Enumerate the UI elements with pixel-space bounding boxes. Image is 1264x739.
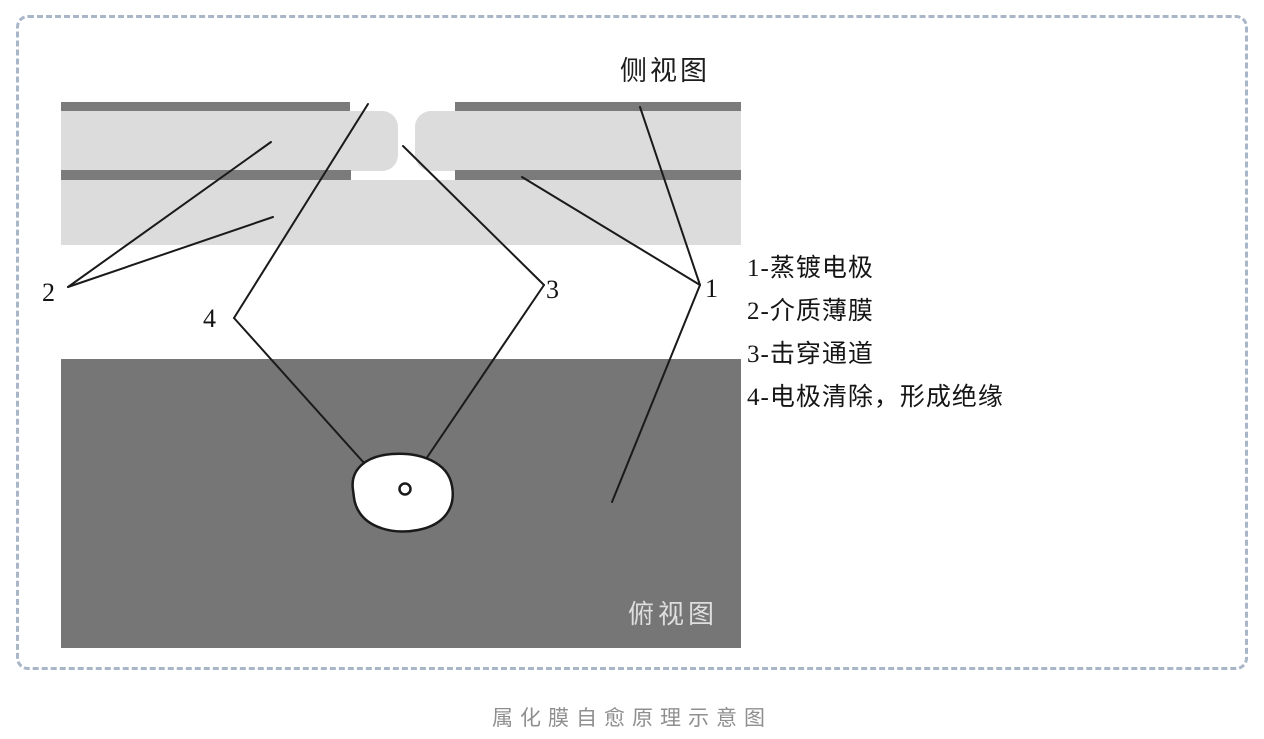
leader-line-1-to-top-electrode [639, 106, 701, 286]
breakdown-point-circle [398, 482, 412, 496]
side-view-title: 侧视图 [620, 56, 710, 86]
electrode-top-left-bar [61, 102, 350, 111]
leader-line-2-to-bottom-film [67, 216, 274, 288]
diagram-dashed-frame: 侧视图 俯视图 [16, 15, 1248, 670]
legend-item-1: 1-蒸镀电极 [747, 255, 874, 282]
leader-line-1-to-top-view-panel [611, 284, 701, 503]
callout-number-4: 4 [203, 304, 216, 333]
top-view-title: 俯视图 [628, 600, 719, 629]
electrode-mid-right-bar [455, 170, 741, 180]
legend-item-4: 4-电极清除，形成绝缘 [747, 384, 1004, 411]
dielectric-film-top-left [61, 111, 398, 171]
figure-caption: 属化膜自愈原理示意图 [492, 706, 772, 730]
leader-line-1-to-mid-electrode [521, 176, 701, 286]
leader-line-4-to-cleared-zone [233, 103, 369, 319]
legend: 1-蒸镀电极 2-介质薄膜 3-击穿通道 4-电极清除，形成绝缘 [747, 247, 1004, 419]
leader-line-3-to-film-gap [402, 145, 545, 286]
callout-number-1: 1 [705, 274, 718, 303]
dielectric-film-top-right [415, 111, 741, 171]
leader-line-3-to-breakdown-point [408, 284, 545, 485]
dielectric-film-bottom [61, 180, 741, 245]
legend-item-2: 2-介质薄膜 [747, 298, 874, 325]
callout-number-2: 2 [42, 278, 55, 307]
leader-line-2-to-top-film [67, 141, 272, 288]
electrode-top-right-bar [455, 102, 741, 111]
legend-item-3: 3-击穿通道 [747, 341, 874, 368]
leader-line-4-to-blob [233, 317, 374, 474]
callout-number-3: 3 [546, 275, 559, 304]
electrode-mid-left-bar [61, 170, 351, 180]
